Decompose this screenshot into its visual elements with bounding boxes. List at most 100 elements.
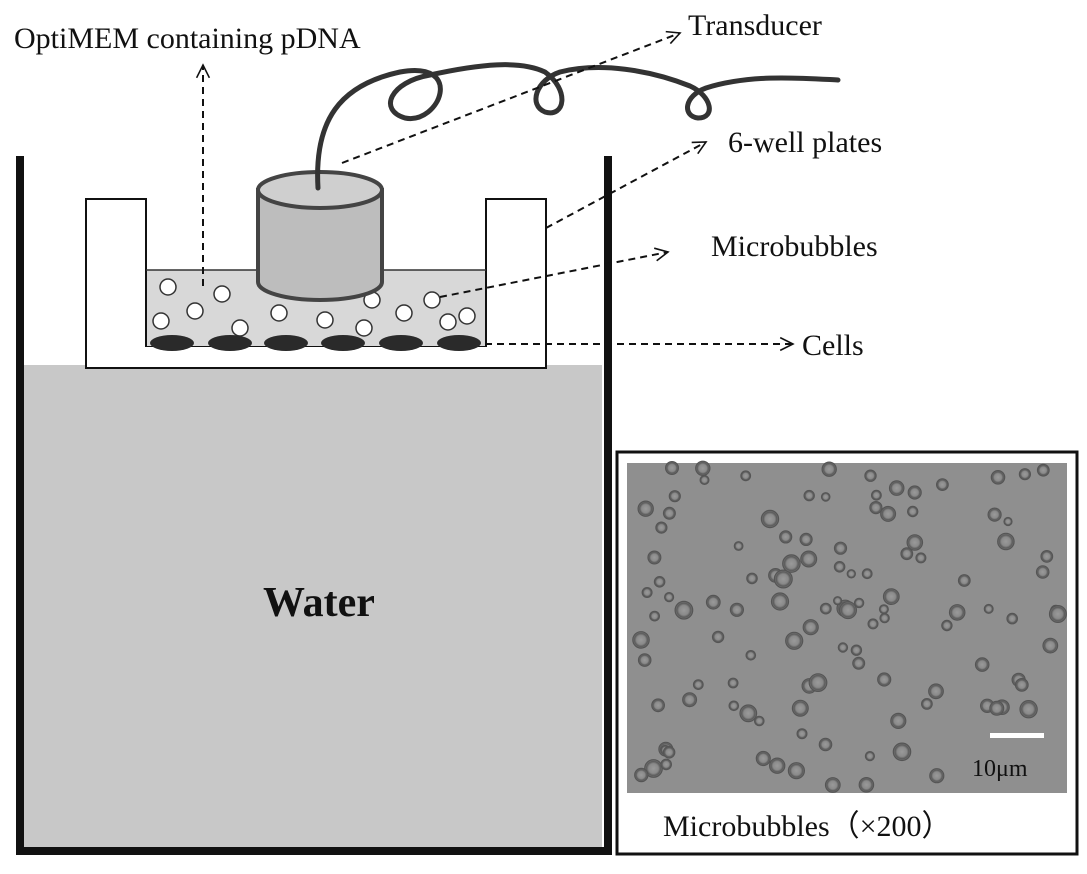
micrograph-bubble <box>880 505 897 522</box>
micrograph-bubble <box>637 653 652 667</box>
micrograph-bubble <box>649 610 660 622</box>
micrograph-bubble <box>787 762 806 780</box>
micrograph-bubble <box>660 758 672 771</box>
micrograph-bubble <box>1035 565 1050 579</box>
micrograph-bubble <box>1048 604 1067 623</box>
arrow-plates <box>545 141 706 229</box>
micrograph-bubble <box>682 692 698 708</box>
micrograph-bubble <box>821 461 837 477</box>
micrograph-bubble <box>796 728 808 740</box>
micrograph-bubble <box>824 777 841 793</box>
micrograph-bubble <box>664 461 679 476</box>
water-tank <box>16 156 612 855</box>
micrograph-bubble <box>727 677 739 689</box>
micrograph-bubble <box>1006 612 1018 625</box>
micrograph-bubble <box>634 767 649 783</box>
micrograph-bubble <box>651 698 665 713</box>
micrograph-bubble <box>936 478 949 492</box>
micrograph-bubble <box>674 600 694 620</box>
micrograph-bubble <box>900 547 914 561</box>
micrograph-bubble <box>858 776 875 793</box>
label-transducer: Transducer <box>688 9 822 42</box>
micrograph-bubble <box>818 737 833 752</box>
micrograph-bubble <box>867 618 879 630</box>
label-cells: Cells <box>802 329 864 362</box>
arrow-transducer <box>341 33 680 164</box>
micrograph-bubble <box>928 683 944 700</box>
micrograph-bubble <box>800 550 818 568</box>
micrograph-bubble <box>705 594 721 610</box>
micrograph-bubble <box>820 492 831 502</box>
micrograph-bubble <box>699 475 710 486</box>
micrograph-bubble <box>739 704 758 723</box>
micrograph-bubble <box>755 750 771 767</box>
micrograph-bubble <box>1018 468 1032 481</box>
micrograph-bubble <box>997 532 1015 551</box>
micrograph-bubble <box>753 715 765 727</box>
micrograph-bubble <box>799 532 813 547</box>
micrograph-bubble <box>803 489 815 502</box>
micrograph-bubble <box>695 460 711 476</box>
micrograph-bubble <box>907 485 922 500</box>
micrograph-bubble <box>819 602 832 615</box>
micrograph-bubble <box>745 649 757 661</box>
arrow-microbubbles <box>439 252 668 298</box>
micrograph-bubble <box>888 480 905 496</box>
micrograph-bubble <box>852 656 866 670</box>
micrograph-bubble <box>861 568 873 580</box>
micrograph-bubble <box>957 574 971 587</box>
micrograph-bubble <box>833 541 848 555</box>
micrograph-bubble <box>711 630 725 644</box>
scale-bar-label: 10μm <box>972 756 1028 782</box>
label-water: Water <box>263 580 375 626</box>
micrograph-bubble <box>974 657 990 672</box>
callout-arrows <box>203 33 793 344</box>
micrograph-bubble <box>864 750 876 762</box>
micrograph-bubble <box>990 469 1006 485</box>
micrograph-bubble <box>853 597 865 609</box>
microbubbles-in-well <box>152 278 476 337</box>
micrograph-bubble <box>779 530 793 544</box>
micrograph-bubble <box>769 757 786 774</box>
micrograph-bubble <box>802 619 819 636</box>
label-microbubbles: Microbubbles <box>711 230 878 263</box>
micrograph-caption: Microbubbles（×200） <box>663 810 952 843</box>
micrograph-bubble <box>740 470 752 482</box>
micrograph-bubble <box>668 490 681 503</box>
micrograph-bubble <box>878 604 889 615</box>
micrograph-bubble <box>773 569 793 589</box>
micrograph-bubble <box>877 672 892 687</box>
micrograph-bubble <box>662 506 676 520</box>
micrograph-bubble <box>846 569 857 579</box>
micrograph-bubble <box>833 560 846 573</box>
micrograph-bubble <box>941 619 953 632</box>
micrograph-panel <box>615 450 1079 856</box>
micrograph-bubble <box>915 552 927 564</box>
micrograph-bubble <box>662 745 676 759</box>
micrograph-bubble <box>890 712 907 730</box>
micrograph-bubble <box>987 507 1002 522</box>
micrograph-bubble <box>871 489 882 501</box>
micrograph-bubble <box>647 550 662 565</box>
label-medium: OptiMEM containing pDNA <box>14 22 361 55</box>
micrograph-bubble <box>641 586 653 598</box>
micrograph-bubble <box>1014 678 1029 692</box>
micrograph-bubble <box>983 603 994 614</box>
micrograph-bubble <box>832 596 843 606</box>
micrograph-bubble <box>637 500 654 517</box>
micrograph-bubble <box>729 602 745 617</box>
micrograph-bubble <box>692 679 704 690</box>
micrograph-bubble <box>733 541 744 551</box>
micrograph-bubble <box>653 575 666 588</box>
micrograph-bubble <box>728 700 740 712</box>
micrograph-bubble <box>1036 463 1050 477</box>
micrograph-bubble <box>770 592 790 611</box>
scale-bar <box>990 733 1044 738</box>
micrograph-bubble <box>760 509 780 529</box>
micrograph-bubble <box>782 554 801 573</box>
micrograph-bubble <box>906 534 924 551</box>
micrograph-bubble <box>879 612 890 624</box>
micrograph-bubble <box>869 501 883 515</box>
micrograph-bubble <box>907 505 919 518</box>
